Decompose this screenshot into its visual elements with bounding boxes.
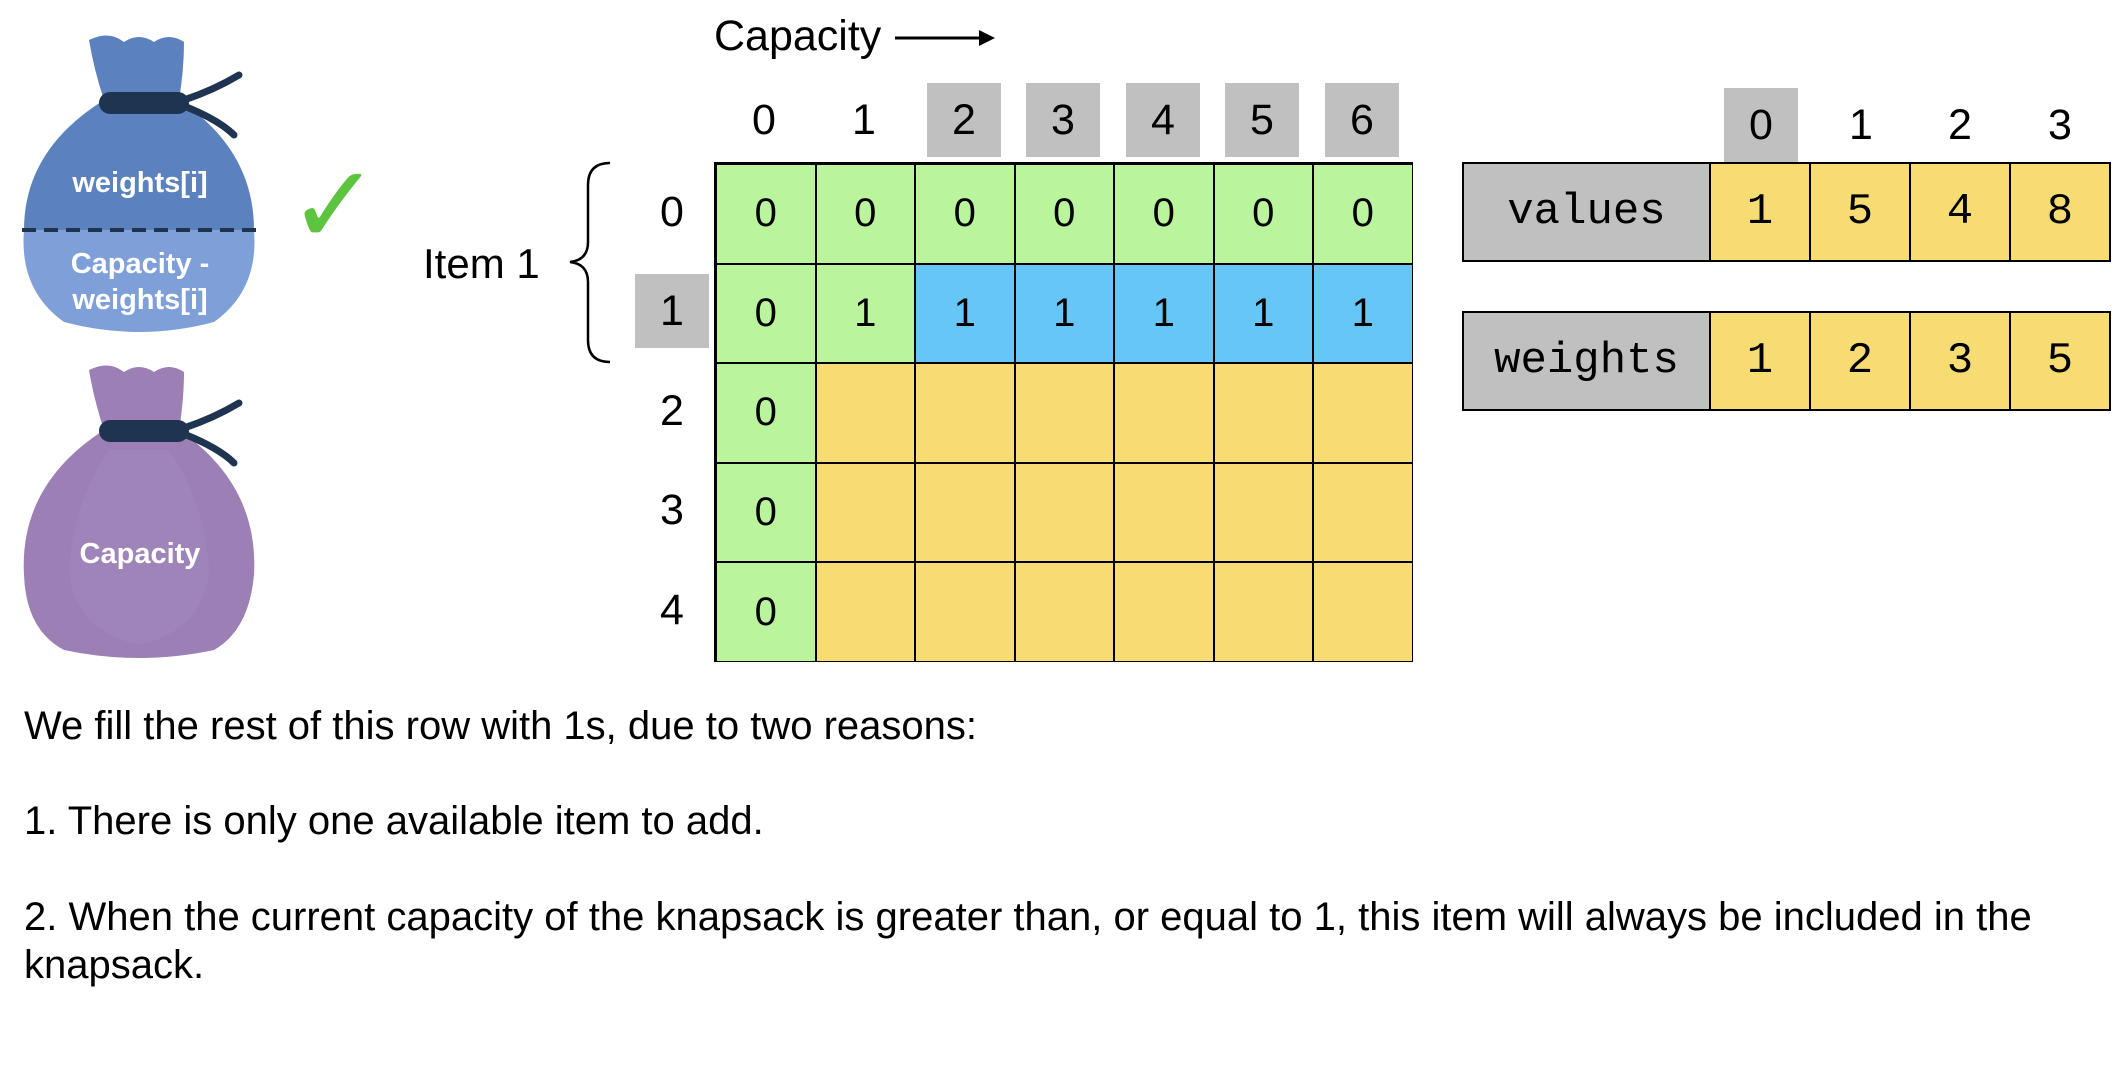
- column-header: 3: [1026, 83, 1100, 157]
- table-cell: 0: [1014, 164, 1114, 264]
- table-cell: [815, 562, 915, 662]
- explanation-intro: We fill the rest of this row with 1s, du…: [24, 704, 978, 748]
- row-header: 1: [635, 274, 709, 348]
- column-header: 0: [752, 95, 776, 144]
- values-cell: 5: [1811, 162, 1911, 262]
- table-cell: [1213, 462, 1313, 563]
- row-header: 0: [660, 187, 684, 236]
- table-cell: 0: [716, 562, 816, 662]
- table-cell: 0: [716, 363, 816, 463]
- values-cell: 1: [1711, 162, 1811, 262]
- table-cell: 0: [716, 164, 816, 264]
- row-header: 2: [660, 386, 684, 435]
- reason-two: 2. When the current capacity of the knap…: [24, 895, 2032, 987]
- table-cell: [1014, 462, 1114, 563]
- table-cell: 0: [815, 164, 915, 264]
- check-icon: ✓: [288, 141, 381, 269]
- split-bag-icon: [22, 35, 256, 332]
- weights-array-label: weights: [1462, 311, 1711, 411]
- table-cell: [1313, 462, 1413, 563]
- weights-cell: 3: [1911, 311, 2011, 411]
- table-cell: [1114, 363, 1214, 463]
- array-index: 2: [1948, 100, 1972, 149]
- table-cell: [915, 562, 1015, 662]
- values-cell: 8: [2011, 162, 2111, 262]
- column-header: 6: [1325, 83, 1399, 157]
- row-header: 3: [660, 485, 684, 534]
- capacity-bag-icon: [23, 365, 255, 658]
- table-cell: 0: [1313, 164, 1413, 264]
- table-cell: [1213, 562, 1313, 662]
- table-cell: 1: [1114, 263, 1214, 364]
- row-header: 4: [660, 585, 684, 634]
- array-index: 0: [1724, 88, 1798, 162]
- table-cell: 1: [1014, 263, 1114, 364]
- table-cell: [1014, 363, 1114, 463]
- weights-cell: 2: [1811, 311, 1911, 411]
- table-cell: 1: [815, 263, 915, 364]
- bag-capacity-label: Capacity: [79, 538, 201, 570]
- table-cell: [1114, 462, 1214, 563]
- table-cell: 0: [716, 462, 816, 563]
- table-cell: [1213, 363, 1313, 463]
- column-header: 2: [927, 83, 1001, 157]
- column-header: 5: [1225, 83, 1299, 157]
- table-cell: 0: [915, 164, 1015, 264]
- table-cell: [1014, 562, 1114, 662]
- array-index: 1: [1849, 100, 1873, 149]
- bag-weights-label: weights[i]: [72, 167, 208, 199]
- table-cell: 1: [1313, 263, 1413, 364]
- right-arrow-icon: [895, 30, 995, 46]
- capacity-axis-title: Capacity: [714, 12, 882, 60]
- column-header: 4: [1126, 83, 1200, 157]
- table-cell: [1313, 562, 1413, 662]
- table-cell: [1114, 562, 1214, 662]
- bag-remaining-capacity-label: Capacity - weights[i]: [70, 248, 210, 316]
- table-cell: 1: [915, 263, 1015, 364]
- weights-array: weights 1 2 3 5: [1462, 311, 2111, 411]
- curly-brace-icon: [569, 161, 611, 364]
- reason-one: 1. There is only one available item to a…: [24, 799, 764, 843]
- table-cell: [815, 363, 915, 463]
- weights-cell: 1: [1711, 311, 1811, 411]
- column-header: 1: [852, 95, 876, 144]
- item-label: Item 1: [423, 240, 540, 287]
- table-cell: 0: [1114, 164, 1214, 264]
- table-cell: 0: [1213, 164, 1313, 264]
- table-cell: [915, 462, 1015, 563]
- array-index: 3: [2048, 100, 2072, 149]
- table-cell: 0: [716, 263, 816, 364]
- values-array-label: values: [1462, 162, 1711, 262]
- table-cell: 1: [1213, 263, 1313, 364]
- table-cell: [1313, 363, 1413, 463]
- values-cell: 4: [1911, 162, 2011, 262]
- weights-cell: 5: [2011, 311, 2111, 411]
- table-cell: [815, 462, 915, 563]
- table-cell: [915, 363, 1015, 463]
- values-array: values 1 5 4 8: [1462, 162, 2111, 262]
